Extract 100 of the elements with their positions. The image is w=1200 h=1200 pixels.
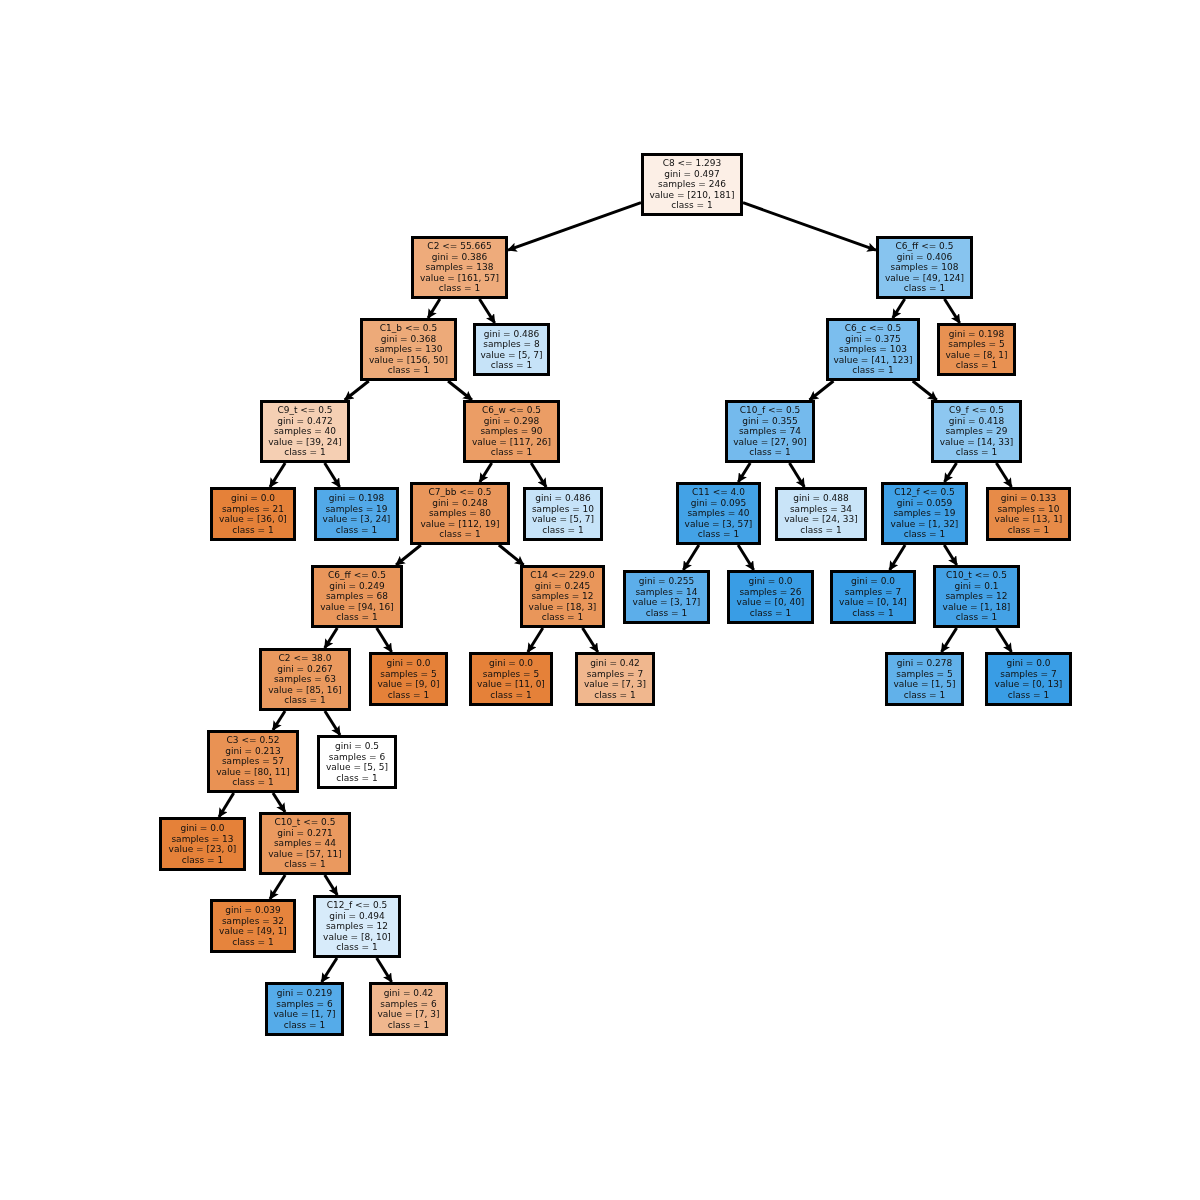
node-text: C9_t <= 0.5 bbox=[277, 405, 333, 416]
node-text: samples = 74 bbox=[738, 426, 802, 437]
split-node bbox=[463, 400, 560, 463]
node-text: C12_f <= 0.5 bbox=[894, 487, 955, 498]
node-text: C2 <= 55.665 bbox=[427, 241, 492, 252]
node-text: samples = 12 bbox=[325, 921, 389, 932]
leaf-node bbox=[986, 487, 1071, 541]
node-text: value = [5, 7] bbox=[531, 514, 594, 525]
split-node bbox=[881, 482, 968, 545]
node-text: gini = 0.249 bbox=[329, 580, 385, 592]
split-node bbox=[933, 565, 1020, 628]
node-text: class = 1 bbox=[284, 447, 326, 458]
node-text: gini = 0.386 bbox=[431, 251, 488, 263]
node-text: class = 1 bbox=[542, 524, 584, 535]
split-node bbox=[931, 400, 1022, 463]
node-text: C10_t <= 0.5 bbox=[946, 570, 1007, 581]
arrow bbox=[788, 462, 806, 488]
arrow bbox=[736, 544, 755, 571]
node-text: class = 1 bbox=[181, 854, 224, 865]
split-node bbox=[876, 236, 973, 299]
node-text: C1_b <= 0.5 bbox=[379, 323, 438, 334]
node-text: value = [27, 90] bbox=[733, 436, 807, 448]
node-text: gini = 0.0 bbox=[231, 493, 275, 504]
node-text: class = 1 bbox=[336, 772, 378, 783]
node-text: gini = 0.486 bbox=[535, 493, 591, 504]
leaf-node bbox=[265, 982, 344, 1036]
node-text: class = 1 bbox=[336, 942, 378, 953]
arrow bbox=[581, 627, 600, 653]
arrow bbox=[478, 462, 493, 483]
leaf-node bbox=[369, 652, 448, 706]
node-text: value = [36, 0] bbox=[219, 514, 287, 525]
arrow bbox=[271, 710, 287, 731]
node-text: value = [1, 18] bbox=[942, 601, 1011, 613]
node-text: samples = 26 bbox=[739, 586, 802, 597]
node-text: C10_f <= 0.5 bbox=[739, 405, 801, 416]
arrow bbox=[375, 627, 393, 653]
node-text: value = [0, 40] bbox=[736, 597, 805, 608]
node-text: value = [80, 11] bbox=[216, 766, 290, 778]
node-text: class = 1 bbox=[232, 936, 274, 947]
node-text: C6_c <= 0.5 bbox=[844, 323, 902, 334]
node-text: gini = 0.039 bbox=[225, 905, 281, 916]
node-text: value = [14, 33] bbox=[939, 436, 1014, 448]
arrow bbox=[323, 462, 341, 488]
node-text: class = 1 bbox=[336, 612, 378, 623]
node-text: value = [8, 1] bbox=[945, 349, 1008, 360]
node-text: gini = 0.368 bbox=[380, 333, 437, 345]
node-text: class = 1 bbox=[490, 360, 533, 371]
arrow bbox=[343, 379, 370, 402]
node-text: gini = 0.42 bbox=[383, 988, 434, 999]
leaf-node bbox=[830, 570, 916, 624]
node-text: class = 1 bbox=[439, 529, 481, 540]
arrow bbox=[682, 544, 701, 571]
arrow bbox=[995, 462, 1013, 488]
node-text: gini = 0.418 bbox=[948, 415, 1005, 427]
node-text: gini = 0.0 bbox=[1006, 658, 1051, 669]
arrow bbox=[447, 379, 473, 402]
node-text: samples = 5 bbox=[380, 668, 437, 679]
node-text: samples = 10 bbox=[997, 503, 1060, 514]
split-node bbox=[676, 482, 761, 545]
node-text: class = 1 bbox=[903, 529, 946, 540]
node-text: gini = 0.497 bbox=[664, 168, 720, 180]
node-text: gini = 0.255 bbox=[638, 576, 695, 587]
split-node bbox=[410, 482, 510, 545]
leaf-node bbox=[473, 323, 550, 376]
node-text: samples = 19 bbox=[325, 503, 388, 514]
node-text: samples = 138 bbox=[425, 262, 494, 273]
node-text: value = [7, 3] bbox=[583, 679, 646, 690]
split-node bbox=[313, 895, 401, 958]
split-node bbox=[311, 565, 403, 628]
arrow bbox=[375, 957, 393, 983]
arrow bbox=[940, 627, 958, 653]
node-text: samples = 5 bbox=[948, 339, 1005, 350]
node-text: samples = 34 bbox=[789, 503, 853, 514]
arrow bbox=[742, 201, 877, 252]
leaf-node bbox=[985, 652, 1072, 706]
leaf-node bbox=[159, 817, 246, 871]
node-text: gini = 0.0 bbox=[386, 658, 431, 669]
arrow bbox=[497, 543, 525, 567]
node-text: value = [0, 13] bbox=[994, 679, 1063, 690]
arrow bbox=[943, 298, 961, 324]
node-text: C11 <= 4.0 bbox=[692, 487, 745, 498]
node-text: gini = 0.133 bbox=[1000, 493, 1057, 504]
node-text: samples = 103 bbox=[839, 344, 907, 355]
node-text: gini = 0.271 bbox=[277, 827, 333, 839]
node-text: samples = 57 bbox=[221, 756, 285, 767]
arrow bbox=[995, 627, 1013, 653]
node-text: value = [7, 3] bbox=[377, 1009, 440, 1020]
node-text: samples = 80 bbox=[428, 508, 492, 519]
node-text: gini = 0.059 bbox=[896, 497, 953, 509]
node-text: C8 <= 1.293 bbox=[662, 158, 722, 169]
node-text: value = [5, 7] bbox=[480, 349, 543, 360]
node-text: class = 1 bbox=[284, 695, 326, 706]
node-text: value = [3, 57] bbox=[684, 518, 753, 530]
node-text: samples = 40 bbox=[273, 426, 337, 437]
node-text: class = 1 bbox=[387, 365, 430, 376]
split-node bbox=[207, 730, 299, 793]
node-text: value = [1, 5] bbox=[893, 679, 956, 690]
node-text: value = [9, 0] bbox=[377, 679, 440, 690]
node-text: samples = 130 bbox=[374, 344, 443, 355]
node-text: value = [49, 124] bbox=[884, 272, 965, 284]
